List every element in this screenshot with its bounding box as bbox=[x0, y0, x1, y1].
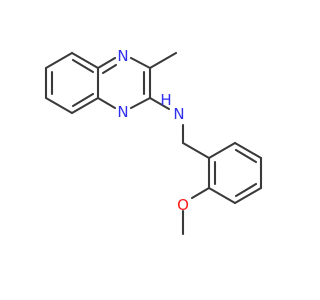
bond-c5-c6 bbox=[44, 51, 74, 70]
bond-c7-c8 bbox=[44, 96, 74, 115]
bond-ar6-o bbox=[190, 186, 211, 200]
bond-ar4-ar5 bbox=[233, 186, 263, 205]
bond-c4a-n4 bbox=[96, 56, 117, 70]
bond-c2-n1 bbox=[129, 96, 152, 110]
bond-ar2-ar3 bbox=[233, 141, 263, 160]
bond-c8-c8a bbox=[70, 96, 100, 115]
bond-c3-methyl bbox=[148, 51, 178, 70]
atom-nh-n-label: N bbox=[173, 105, 184, 123]
bond-ar4-ar5-inner bbox=[234, 182, 258, 198]
molecule-canvas: N N N H O bbox=[44, 47, 263, 236]
structure-diagram: N N N H O bbox=[44, 47, 263, 236]
bond-n4-c3 bbox=[129, 56, 152, 70]
atom-nh-h-label: H bbox=[160, 91, 171, 109]
bond-ar5-ar6 bbox=[207, 186, 237, 205]
bond-c4a-c5 bbox=[70, 51, 100, 70]
bond-ar1-ar2 bbox=[207, 141, 237, 160]
bond-n1-c8a bbox=[96, 96, 117, 110]
bond-c4a-n4-inner bbox=[101, 63, 118, 75]
atom-n1-label: N bbox=[117, 103, 128, 121]
bond-c8-c8a-inner bbox=[71, 92, 95, 108]
bond-c2-nh bbox=[148, 96, 171, 111]
bond-ch2-ar bbox=[181, 141, 211, 160]
atom-n4-label: N bbox=[117, 47, 128, 65]
atom-o-label: O bbox=[177, 196, 189, 214]
bond-ar2-ar3-inner bbox=[234, 148, 258, 164]
bond-c4a-c5-inner bbox=[71, 58, 95, 74]
